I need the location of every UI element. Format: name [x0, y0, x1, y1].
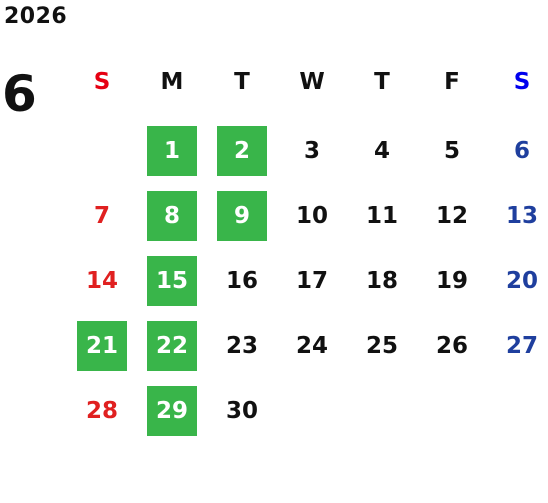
day-cell[interactable]: 21 — [77, 321, 127, 371]
day-cell[interactable]: 11 — [365, 203, 398, 229]
day-cell[interactable]: 2 — [217, 126, 267, 176]
weekday-thu: T — [374, 69, 390, 95]
day-cell[interactable]: 22 — [147, 321, 197, 371]
day-cell[interactable]: 5 — [443, 138, 460, 164]
year-label: 2026 — [4, 4, 68, 29]
day-cell[interactable]: 19 — [435, 268, 468, 294]
day-cell[interactable]: 6 — [513, 138, 530, 164]
day-cell[interactable]: 23 — [225, 333, 258, 359]
weekday-sun: S — [93, 69, 111, 95]
day-cell[interactable]: 3 — [303, 138, 320, 164]
day-cell[interactable]: 26 — [435, 333, 468, 359]
day-cell[interactable]: 20 — [505, 268, 538, 294]
day-cell[interactable]: 1 — [147, 126, 197, 176]
day-cell[interactable]: 24 — [295, 333, 328, 359]
weekday-fri: F — [444, 69, 460, 95]
day-cell[interactable]: 13 — [505, 203, 538, 229]
day-cell[interactable]: 25 — [365, 333, 398, 359]
day-cell[interactable]: 7 — [93, 203, 110, 229]
day-cell[interactable]: 8 — [147, 191, 197, 241]
day-cell[interactable]: 30 — [225, 398, 258, 424]
day-cell[interactable]: 9 — [217, 191, 267, 241]
weekday-mon: M — [160, 69, 184, 95]
day-cell[interactable]: 12 — [435, 203, 468, 229]
weekday-sat: S — [513, 69, 531, 95]
day-cell[interactable]: 16 — [225, 268, 258, 294]
day-cell[interactable]: 28 — [85, 398, 118, 424]
day-cell[interactable]: 17 — [295, 268, 328, 294]
day-cell[interactable]: 10 — [295, 203, 328, 229]
day-cell[interactable]: 4 — [373, 138, 390, 164]
day-cell[interactable]: 18 — [365, 268, 398, 294]
weekday-tue: T — [234, 69, 250, 95]
weekday-wed: W — [299, 69, 325, 95]
day-cell[interactable]: 14 — [85, 268, 118, 294]
day-cell[interactable]: 15 — [147, 256, 197, 306]
day-cell[interactable]: 29 — [147, 386, 197, 436]
day-cell[interactable]: 27 — [505, 333, 538, 359]
month-number: 6 — [2, 65, 37, 123]
